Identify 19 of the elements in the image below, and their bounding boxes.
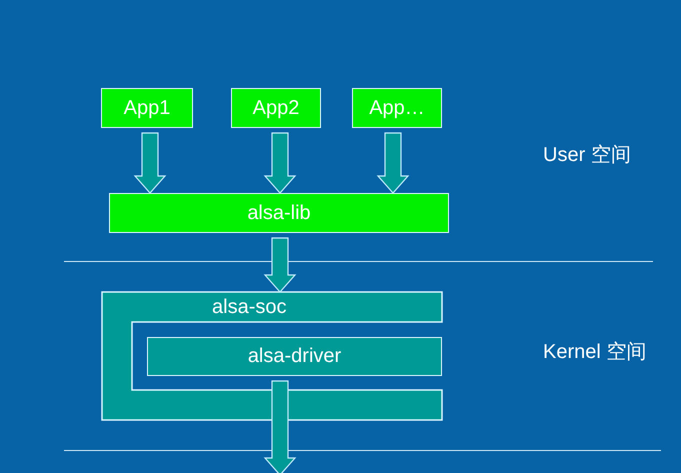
- layer-label: alsa-soc: [212, 296, 286, 319]
- region-label: Kernel 空间: [543, 340, 646, 365]
- box-label: alsa-driver: [248, 345, 342, 368]
- box-label: alsa-lib: [247, 202, 311, 224]
- process-box: [101, 88, 193, 128]
- box-label: App1: [124, 96, 170, 120]
- block-arrow: [264, 237, 296, 293]
- box-label: App…: [369, 96, 425, 120]
- process-box: [109, 193, 449, 233]
- process-box: [352, 88, 442, 128]
- block-arrow: [376, 132, 410, 194]
- region-label: User 空间: [543, 143, 631, 168]
- process-box: [231, 88, 321, 128]
- process-box: [147, 337, 442, 376]
- box-label: App2: [252, 96, 300, 120]
- block-arrow: [264, 132, 296, 194]
- c-shaped-layer-box: [102, 292, 442, 420]
- block-arrow: [264, 380, 296, 473]
- block-arrow: [134, 132, 166, 194]
